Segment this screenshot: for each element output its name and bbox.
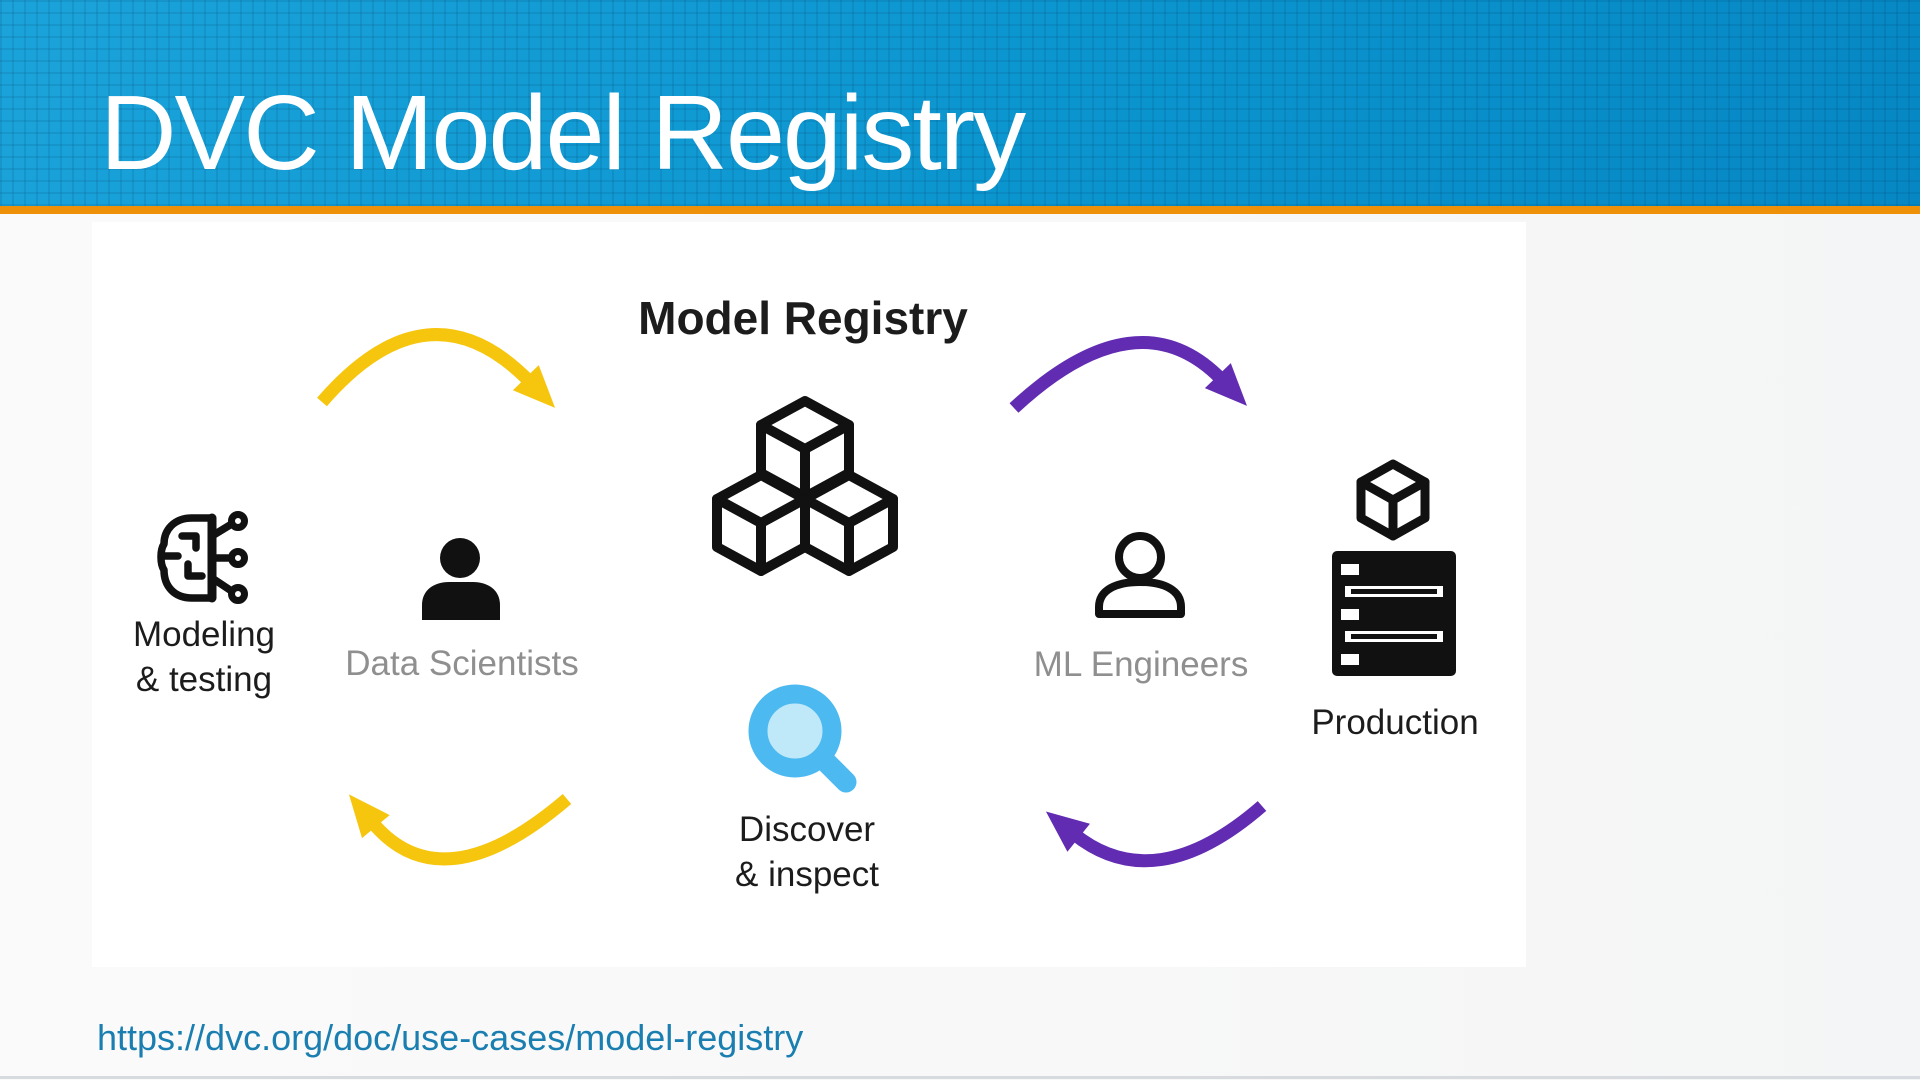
magnifier-icon [748,684,857,793]
modeling-testing-line1: Modeling [132,615,276,654]
header-accent-bar [0,206,1920,214]
production-label: Production [1311,703,1479,742]
ml-engineers-label: ML Engineers [1033,645,1249,684]
cubes-stack-icon [712,396,898,576]
modeling-testing-line2: & testing [135,660,273,699]
data-scientists-label: Data Scientists [345,644,579,683]
discover-inspect-line1: Discover [738,810,876,849]
model-registry-heading: Model Registry [638,292,968,344]
slide-bottom-edge [0,1076,1920,1079]
data-scientists-person-icon [422,538,500,620]
ml-engineers-person-icon [1095,532,1185,618]
discover-inspect-line2: & inspect [735,855,879,894]
server-stack-icon [1332,551,1456,676]
slide-header: DVC Model Registry [0,0,1920,206]
cube-icon [1356,459,1430,541]
brain-circuit-icon [157,511,248,604]
discover-inspect-label: Discover & inspect [701,807,913,897]
source-link[interactable]: https://dvc.org/doc/use-cases/model-regi… [97,1017,804,1058]
modeling-testing-label: Modeling & testing [94,612,314,702]
slide-title: DVC Model Registry [100,74,1026,192]
